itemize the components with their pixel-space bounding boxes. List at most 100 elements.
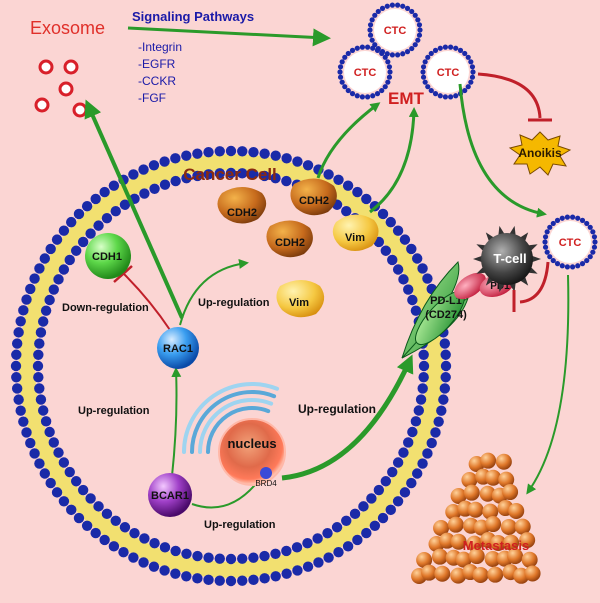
lipid-head: [15, 405, 26, 416]
lipid-head: [426, 437, 437, 449]
lipid-head: [77, 236, 89, 248]
cdh2-label: CDH2: [275, 237, 305, 249]
metastasis-cell: [503, 534, 520, 551]
lipid-head: [58, 457, 70, 468]
vim-label: Vim: [289, 297, 309, 309]
lipid-head: [11, 383, 23, 394]
lipid-head: [77, 484, 89, 496]
exosome-vesicle: [58, 81, 74, 97]
pdl1-label: PD-L1: [430, 295, 462, 307]
lipid-head: [18, 305, 29, 316]
up-regulation-label: Up-regulation: [198, 297, 270, 309]
lipid-head: [70, 245, 82, 256]
metastasis-label: Metastasis: [463, 538, 529, 553]
lipid-head: [192, 170, 203, 182]
lipid-head: [139, 188, 150, 199]
lipid-head: [214, 168, 225, 179]
metastasis-cell: [500, 518, 517, 535]
lipid-head: [11, 372, 22, 383]
lipid-head: [398, 447, 409, 458]
lipid-head: [270, 548, 281, 559]
pathway-item: -Integrin: [138, 40, 182, 54]
exosome-vesicles: [34, 59, 88, 118]
rac1-protein: RAC1: [157, 327, 199, 369]
lipid-head: [110, 515, 121, 527]
ctc-label: CTC: [559, 237, 582, 249]
lipid-head: [313, 557, 324, 568]
cdh1-protein: CDH1: [85, 233, 131, 279]
lipid-head: [70, 476, 82, 487]
lipid-head: [281, 175, 292, 187]
lipid-head: [411, 468, 423, 479]
lipid-head: [10, 360, 22, 372]
lipid-head: [44, 294, 55, 306]
metastasis-cell: [450, 567, 467, 584]
lipid-head: [203, 552, 214, 563]
lipid-head: [128, 169, 139, 180]
lipid-head: [410, 416, 422, 427]
bcar1-label: BCAR1: [151, 490, 189, 502]
lipid-head: [341, 205, 352, 217]
lipid-head: [15, 316, 26, 327]
lipid-head: [259, 148, 270, 159]
lipid-head: [385, 504, 396, 516]
lipid-head: [291, 542, 303, 553]
ctc-cell: CTC: [367, 2, 423, 58]
metastasis-cell: [463, 484, 480, 501]
lipid-head: [438, 394, 449, 405]
lipid-head: [73, 208, 85, 220]
lipid-head: [138, 164, 149, 175]
cdh2-protein: CDH2: [266, 220, 313, 258]
pathway-item: -FGF: [138, 91, 166, 105]
lipid-head: [436, 405, 447, 416]
bcar1-protein: BCAR1: [148, 473, 192, 517]
metastasis-cell: [472, 566, 489, 583]
lipid-head: [108, 541, 120, 552]
lipid-head: [13, 394, 24, 405]
lipid-head: [34, 263, 45, 274]
signaling-arrow: [127, 26, 331, 47]
lipid-head: [439, 338, 451, 349]
lipid-head: [138, 557, 149, 568]
bcar1-rac1-arrow: [171, 367, 182, 477]
lipid-head: [181, 548, 192, 559]
metastasis-cell: [490, 534, 507, 551]
lipid-head: [373, 484, 385, 496]
metastasis-cell: [485, 469, 502, 486]
exosome-vesicle: [72, 102, 88, 118]
lipid-head: [440, 349, 451, 360]
lipid-head: [302, 160, 314, 171]
lipid-head: [323, 169, 334, 180]
lipid-head: [66, 216, 77, 228]
lipid-head: [159, 156, 170, 167]
lipid-head: [73, 512, 85, 524]
metastasis-cell: [445, 504, 462, 520]
cdh2-label: CDH2: [299, 195, 329, 207]
metastasis-cell: [467, 501, 484, 518]
lipid-head: [32, 360, 44, 372]
lipid-head: [417, 458, 428, 469]
signaling-pathways-title: Signaling Pathways: [132, 9, 254, 24]
lipid-head: [181, 150, 192, 161]
cdh2-protein: CDH2: [290, 178, 337, 216]
lipid-head: [248, 574, 259, 586]
lipid-head: [214, 146, 225, 157]
lipid-head: [34, 338, 45, 349]
lipid-head: [203, 169, 214, 180]
lipid-head: [45, 243, 56, 255]
lipid-head: [380, 476, 392, 487]
lipid-head: [358, 501, 369, 512]
lipid-head: [270, 571, 281, 582]
vim-protein: Vim: [276, 280, 325, 318]
metastasis-cell: [480, 452, 497, 469]
ctc-label: CTC: [354, 67, 377, 79]
cdh1-label: CDH1: [92, 251, 122, 263]
lipid-head: [439, 383, 451, 394]
lipid-head: [119, 522, 131, 533]
lipid-head: [90, 193, 101, 205]
exosome-vesicle: [38, 59, 54, 75]
metastasis-cell: [461, 472, 478, 488]
lipid-head: [387, 466, 398, 478]
lipid-head: [248, 552, 259, 563]
